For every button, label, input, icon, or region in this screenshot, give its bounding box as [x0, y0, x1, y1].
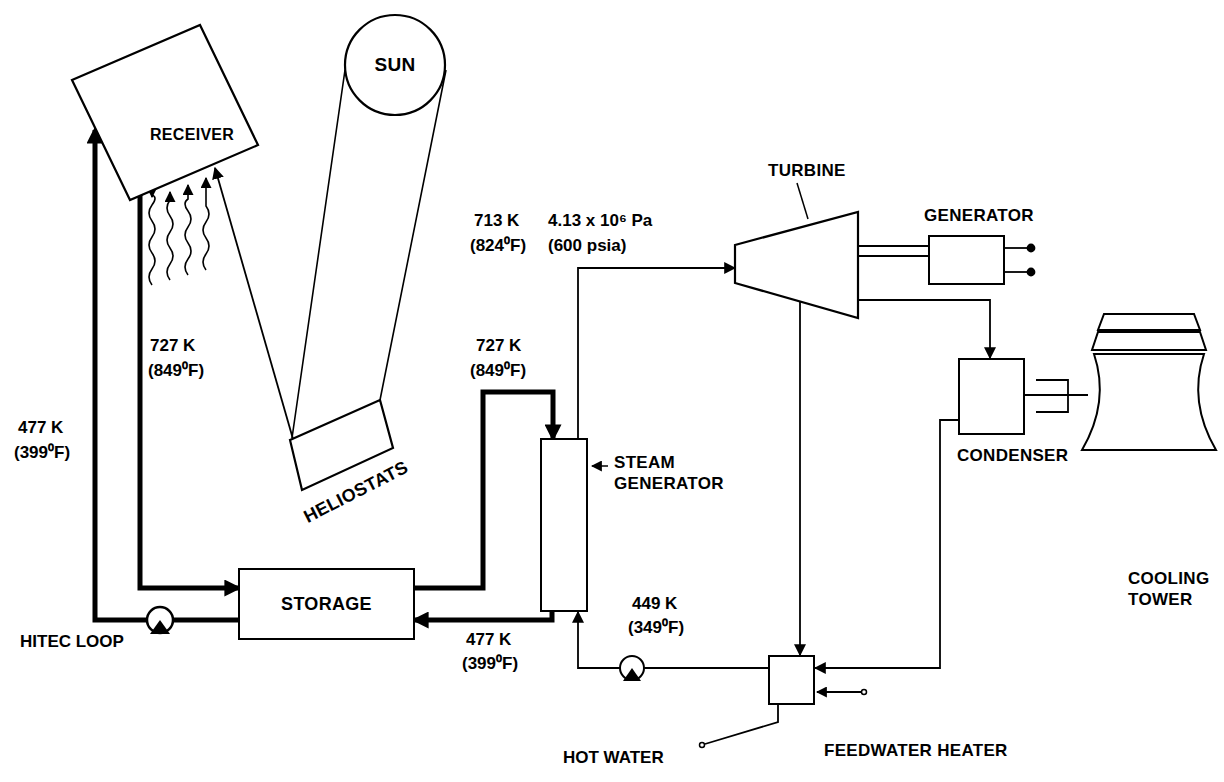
flow-line — [858, 300, 990, 358]
ray-arrow — [185, 185, 191, 275]
node-label: SUN — [374, 53, 415, 77]
flow-line — [799, 301, 801, 655]
feedwater-heater: FEEDWATER HEATER — [768, 655, 815, 705]
node-label: COOLING TOWER — [1128, 568, 1216, 611]
flow-line — [1025, 394, 1088, 396]
flow-line — [578, 612, 768, 668]
flow-line — [215, 168, 293, 439]
hot-water-line — [705, 705, 778, 744]
outlet-end — [700, 743, 705, 748]
value-label: 477 K — [466, 630, 511, 650]
node-label: FEEDWATER HEATER — [824, 740, 1008, 761]
steam-generator: STEAM GENERATOR — [540, 438, 588, 612]
storage-tank: STORAGE — [238, 568, 415, 640]
hitec-pipe — [95, 130, 238, 620]
condenser-box: CONDENSER — [958, 358, 1025, 435]
cooling-tower-outline — [1080, 312, 1218, 452]
node-label: GENERATOR — [924, 205, 1034, 226]
heat-rays — [149, 178, 209, 285]
value-label: (600 psia) — [548, 236, 626, 256]
value-label: 727 K — [476, 336, 521, 356]
value-label: 4.13 x 10⁶ Pa — [548, 211, 652, 231]
leader-arrow — [592, 465, 608, 467]
flow-line — [292, 70, 446, 438]
value-label: (849⁰F) — [148, 361, 204, 381]
value-label: HOT WATER — [563, 748, 664, 768]
flow-line — [815, 420, 958, 668]
leader-line — [797, 183, 808, 219]
node-label: RECEIVER — [150, 125, 234, 145]
value-label: 449 K — [632, 594, 677, 614]
value-label: (399⁰F) — [14, 443, 70, 463]
receiver-panel: RECEIVER — [70, 18, 265, 204]
turbine-outline — [733, 160, 863, 322]
value-label: 713 K — [474, 211, 519, 231]
flow-line — [858, 246, 928, 256]
value-label: 477 K — [18, 418, 63, 438]
sun-circle: SUN — [343, 13, 447, 117]
hitec-pipe — [140, 195, 238, 588]
ray-arrow — [149, 195, 155, 285]
label-holder: STORAGE — [240, 570, 413, 638]
inlet-end — [862, 690, 867, 695]
value-label: 727 K — [150, 336, 195, 356]
generator-leads — [1005, 245, 1035, 276]
receiver-panel-outline — [70, 18, 265, 204]
value-label: (399⁰F) — [462, 654, 518, 674]
feed-pump — [620, 656, 644, 681]
value-label: (824⁰F) — [470, 236, 526, 256]
hitec-pipe — [415, 612, 552, 620]
node-label: STEAM GENERATOR — [614, 452, 724, 495]
hitec-pipe — [415, 392, 553, 588]
value-label: (849⁰F) — [470, 361, 526, 381]
node-label: TURBINE — [768, 160, 846, 181]
ray-arrow — [167, 192, 173, 280]
node-label: STORAGE — [281, 593, 372, 616]
heliostat-mirror: HELIOSTATS — [285, 395, 400, 495]
water-inlet — [817, 691, 862, 693]
turbine: TURBINE — [733, 160, 863, 322]
hitec-pump — [147, 607, 173, 634]
label-holder: SUN — [343, 13, 447, 117]
value-label: (349⁰F) — [628, 618, 684, 638]
node-label: CONDENSER — [957, 445, 1068, 466]
value-label: HITEC LOOP — [20, 632, 124, 652]
ray-arrow — [203, 178, 209, 270]
generator-box: GENERATOR — [928, 235, 1005, 285]
cooling-tower: COOLING TOWER — [1080, 312, 1218, 452]
flow-line — [578, 268, 735, 438]
tower-duct — [1036, 380, 1068, 412]
